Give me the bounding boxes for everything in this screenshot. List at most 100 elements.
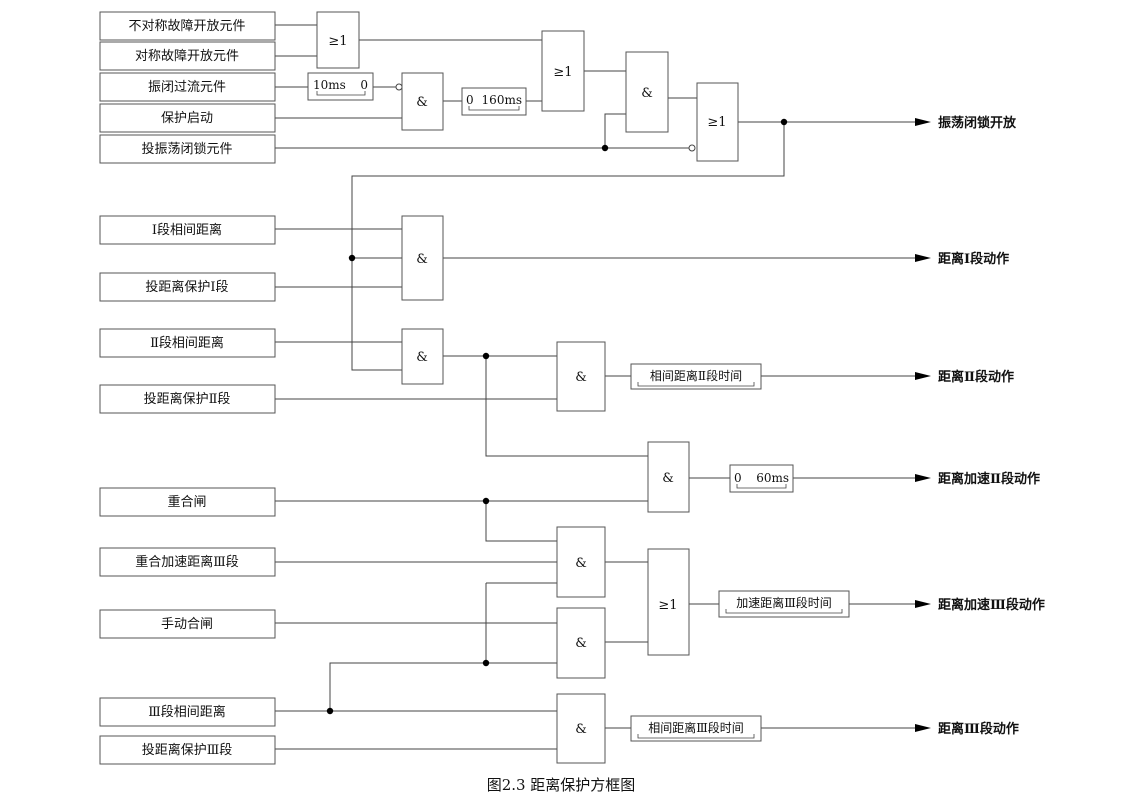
input-label: Ⅰ段相间距离 xyxy=(152,222,222,238)
gate-label: & xyxy=(575,722,587,737)
input-box: 投距离保护Ⅰ段 xyxy=(99,272,276,302)
output-label: 距离加速Ⅲ段动作 xyxy=(938,597,1045,613)
timer-box: 相间距离Ⅱ段时间 xyxy=(630,363,762,390)
gate-label: ≥1 xyxy=(658,598,677,613)
junction-dot xyxy=(482,352,490,360)
figure-caption: 图2.3 距离保护方框图 xyxy=(487,776,636,794)
arrow-right-icon xyxy=(915,600,931,608)
gate-label: ≥1 xyxy=(707,115,726,130)
gate-label: & xyxy=(416,95,428,110)
logic-gates: ≥1 & ≥1 & ≥1 & & & xyxy=(316,11,739,764)
input-box: Ⅰ段相间距离 xyxy=(99,215,276,245)
timer-bracket xyxy=(316,91,366,96)
input-box: 重合闸 xyxy=(99,487,276,517)
or-gate: ≥1 xyxy=(647,548,690,656)
output-signal: 距离加速Ⅱ段动作 xyxy=(915,471,1040,487)
junction-dot xyxy=(482,497,490,505)
input-label: 振闭过流元件 xyxy=(148,80,226,95)
and-gate: & xyxy=(556,341,606,412)
wire xyxy=(329,662,557,711)
arrow-right-icon xyxy=(915,118,931,126)
input-box: 重合加速距离Ⅲ段 xyxy=(99,547,276,577)
timer-bracket xyxy=(637,734,755,739)
and-gate: & xyxy=(556,693,606,764)
arrow-right-icon xyxy=(915,474,931,482)
timer-bracket xyxy=(725,609,843,614)
timer-box: 加速距离Ⅲ段时间 xyxy=(718,590,850,618)
arrow-right-icon xyxy=(915,372,931,380)
inverter-bubble xyxy=(688,144,696,152)
junction-dot xyxy=(482,659,490,667)
or-gate: ≥1 xyxy=(316,11,360,69)
wire xyxy=(351,122,785,371)
timer-box: 0 160ms xyxy=(461,87,527,116)
input-label: 重合闸 xyxy=(167,494,206,510)
input-box: Ⅱ段相间距离 xyxy=(99,328,276,358)
and-gate: & xyxy=(401,72,444,131)
or-gate: ≥1 xyxy=(541,30,585,112)
timer-box: 10ms 0 xyxy=(307,72,374,101)
timer-left-value: 0 xyxy=(466,93,474,107)
input-box: Ⅲ段相间距离 xyxy=(99,697,276,727)
gate-label: ≥1 xyxy=(328,34,347,49)
output-signal: 距离Ⅰ段动作 xyxy=(915,251,1009,267)
and-gate: & xyxy=(401,215,444,301)
gate-label: & xyxy=(416,252,428,267)
timer-right-value: 0 xyxy=(360,78,368,92)
gate-label: & xyxy=(662,471,674,486)
input-label: 投距离保护Ⅱ段 xyxy=(144,391,231,407)
gate-label: & xyxy=(416,350,428,365)
timer-text: 相间距离Ⅲ段时间 xyxy=(648,720,744,735)
timer-bracket xyxy=(736,484,787,489)
input-label: Ⅲ段相间距离 xyxy=(148,704,226,720)
junction-dot xyxy=(326,707,334,715)
gate-label: & xyxy=(575,556,587,571)
input-label: 对称故障开放元件 xyxy=(135,49,239,64)
signal-wires xyxy=(275,24,915,750)
input-label: 投振荡闭锁元件 xyxy=(141,141,232,157)
input-box: 投距离保护Ⅲ段 xyxy=(99,735,276,765)
output-label: 振荡闭锁开放 xyxy=(938,115,1017,131)
arrow-right-icon xyxy=(915,254,931,262)
output-signal: 距离Ⅲ段动作 xyxy=(915,721,1019,737)
output-signal: 振荡闭锁开放 xyxy=(915,115,1017,131)
junction-dots xyxy=(326,83,788,715)
gate-label: & xyxy=(575,370,587,385)
timer-elements: 10ms 0 0 160ms 相间距离Ⅱ段时间 0 60ms 加速距离Ⅲ段时间 xyxy=(307,72,850,742)
output-label: 距离Ⅲ段动作 xyxy=(938,721,1019,737)
timer-left-value: 10ms xyxy=(313,78,346,92)
input-label: Ⅱ段相间距离 xyxy=(150,335,224,351)
input-label: 保护启动 xyxy=(161,111,213,126)
input-box: 手动合闸 xyxy=(99,609,276,639)
arrow-right-icon xyxy=(915,724,931,732)
and-gate: & xyxy=(401,328,444,385)
output-label: 距离Ⅰ段动作 xyxy=(938,251,1009,267)
or-gate: ≥1 xyxy=(696,82,739,162)
input-box: 投振荡闭锁元件 xyxy=(99,134,276,164)
wire xyxy=(485,356,648,457)
input-label: 投距离保护Ⅰ段 xyxy=(145,279,228,295)
junction-dot xyxy=(348,254,356,262)
output-signal: 距离Ⅱ段动作 xyxy=(915,369,1014,385)
input-box: 投距离保护Ⅱ段 xyxy=(99,384,276,414)
timer-bracket xyxy=(637,382,755,387)
and-gate: & xyxy=(625,51,669,133)
input-label: 投距离保护Ⅲ段 xyxy=(142,742,233,758)
input-box: 不对称故障开放元件 xyxy=(99,11,276,41)
wire xyxy=(604,113,626,148)
output-signal: 距离加速Ⅲ段动作 xyxy=(915,597,1045,613)
input-label: 重合加速距离Ⅲ段 xyxy=(135,554,239,570)
output-label: 距离Ⅱ段动作 xyxy=(938,369,1014,385)
gate-label: & xyxy=(575,636,587,651)
inverter-bubble xyxy=(395,83,403,91)
gate-label: & xyxy=(641,86,653,101)
gate-label: ≥1 xyxy=(553,65,572,80)
and-gate: & xyxy=(556,526,606,598)
and-gate: & xyxy=(647,441,690,513)
wire xyxy=(485,501,557,542)
timer-box: 0 60ms xyxy=(729,464,794,493)
timer-right-value: 60ms xyxy=(756,471,789,485)
and-gate: & xyxy=(556,607,606,679)
input-box: 保护启动 xyxy=(99,103,276,133)
